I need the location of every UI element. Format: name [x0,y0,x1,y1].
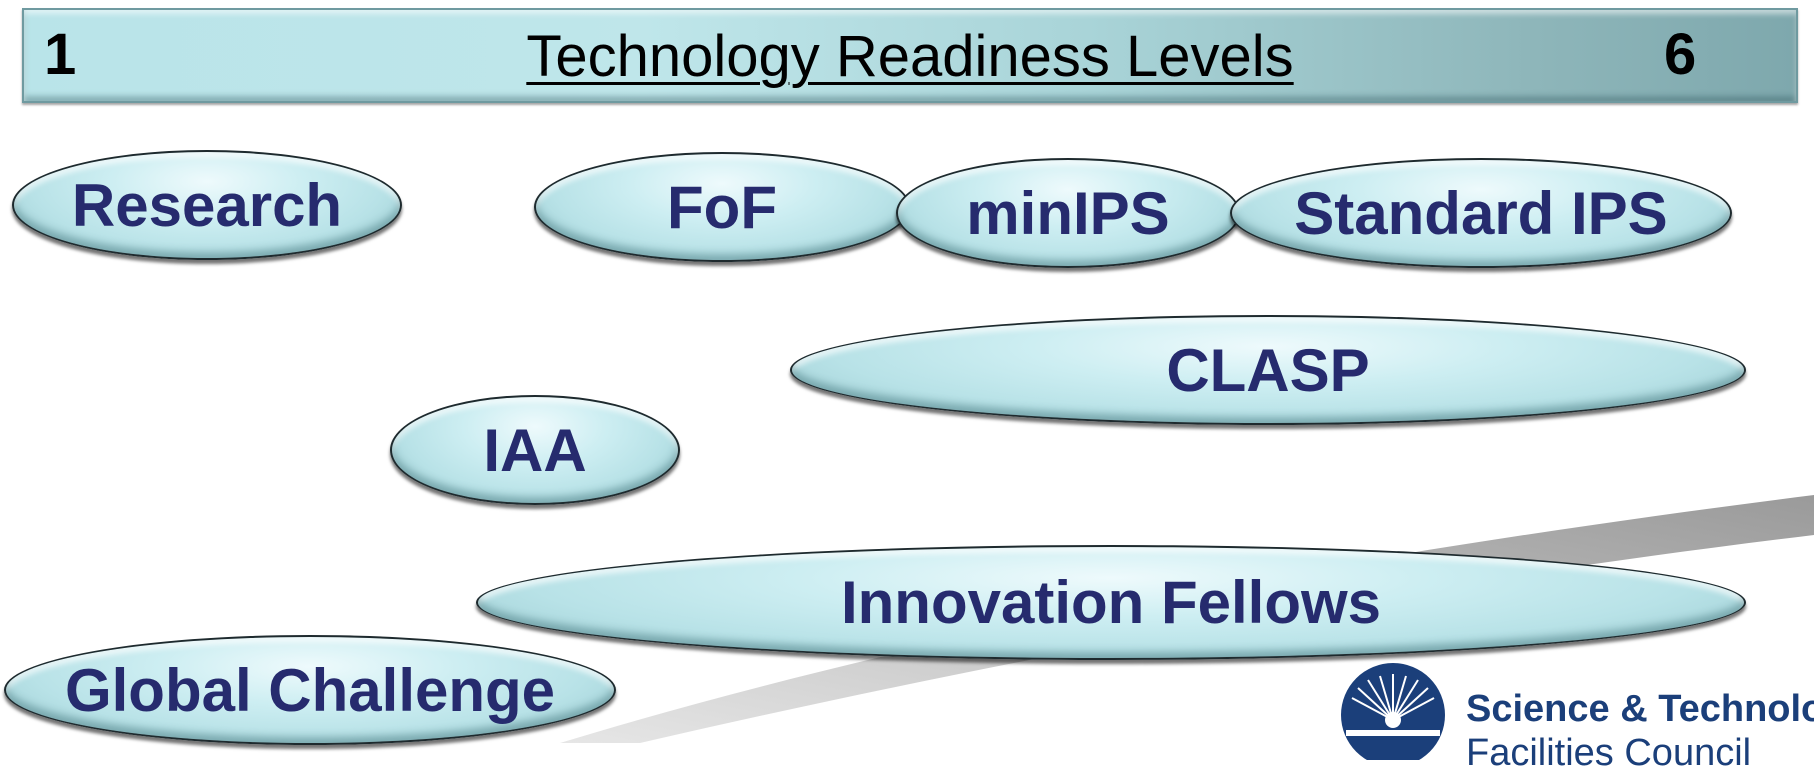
clasp-ellipse: CLASP [790,315,1746,425]
research-ellipse: Research [12,150,402,260]
logo-text-line2: Facilities Council [1466,732,1752,774]
title-bar: 1 Technology Readiness Levels 6 [22,8,1798,103]
innovation-fellows-ellipse: Innovation Fellows [476,545,1746,660]
page-title: Technology Readiness Levels [526,24,1294,89]
fof-ellipse: FoF [534,152,910,262]
sunburst-icon [1341,663,1445,760]
standard-ips-ellipse: Standard IPS [1230,158,1732,268]
stfc-logo: Science & Technology Facilities Council [1338,660,1814,772]
trl-end-number: 6 [1664,22,1697,87]
logo-text-line1: Science & Technology [1466,688,1814,730]
global-challenge-ellipse: Global Challenge [4,635,616,745]
trl-start-number: 1 [44,22,77,87]
minips-ellipse: minIPS [896,158,1240,268]
iaa-ellipse: IAA [390,395,680,505]
